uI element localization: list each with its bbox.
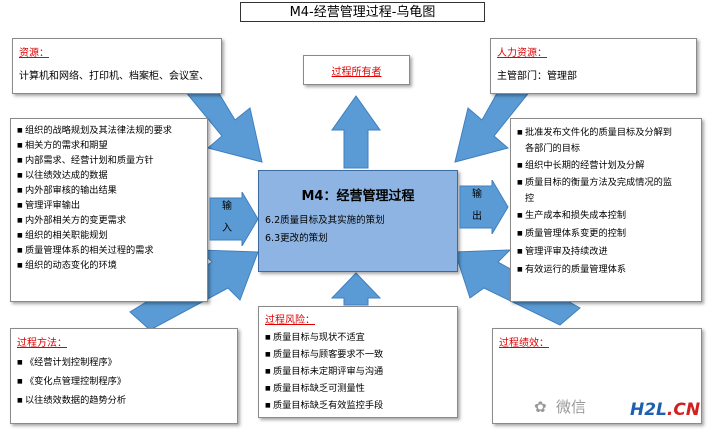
performance-box: 过程绩效： <box>492 328 702 424</box>
list-item: 内外部审核的输出结果 <box>17 183 201 198</box>
input-arrow: 输 入 <box>208 190 260 248</box>
performance-label: 过程绩效： <box>499 338 549 349</box>
resources-label: 资源： <box>19 48 49 59</box>
list-item: 内外部相关方的变更需求 <box>17 213 201 228</box>
list-item-cont: 控 <box>525 193 535 204</box>
hr-text: 主管部门：管理部 <box>497 71 577 82</box>
list-item: 管理评审及持续改进 <box>517 243 695 261</box>
list-item: 质量目标与顾客要求不一致 <box>265 346 451 363</box>
list-item: 质量管理体系的相关过程的需求 <box>17 243 201 258</box>
list-item: 批准发布文件化的质量目标及分解到 <box>517 125 695 141</box>
list-item: 质量目标缺乏有效监控手段 <box>265 397 451 414</box>
list-item: 以往绩效达成的数据 <box>17 168 201 183</box>
resources-text: 计算机和网络、打印机、档案柜、会议室、 <box>19 71 209 82</box>
list-item: 质量目标的衡量方法及完成情况的监 <box>517 175 695 191</box>
arrow-owner <box>331 95 381 169</box>
outputs-box: 批准发布文件化的质量目标及分解到 各部门的目标 组织中长期的经营计划及分解 质量… <box>510 118 702 302</box>
list-item: 质量目标未定期评审与沟通 <box>265 363 451 380</box>
list-item: 质量目标缺乏可测量性 <box>265 380 451 397</box>
watermark: ✿ 微信 H2L.CN <box>530 392 720 432</box>
owner-label: 过程所有者 <box>331 67 382 78</box>
list-item: 组织的相关职能规划 <box>17 228 201 243</box>
output-arrow-shape <box>459 178 509 236</box>
list-item: 以往绩效数据的趋势分析 <box>17 391 231 410</box>
list-item-cont: 各部门的目标 <box>525 143 581 154</box>
list-item: 组织的动态变化的环境 <box>17 258 201 273</box>
watermark-brand: H2L.CN <box>630 400 701 420</box>
center-process-box: M4：经营管理过程 6.2质量目标及其实施的策划 6.3更改的策划 <box>258 170 458 272</box>
list-item: 相关方的需求和期望 <box>17 138 201 153</box>
resources-box: 资源： 计算机和网络、打印机、档案柜、会议室、 <box>12 38 222 94</box>
list-item: 组织的战略规划及其法律法规的要求 <box>17 123 201 138</box>
page-title: M4-经营管理过程-乌龟图 <box>240 2 485 22</box>
list-item: 有效运行的质量管理体系 <box>517 261 695 279</box>
input-arrow-label: 输 入 <box>222 201 232 234</box>
center-line1: 6.2质量目标及其实施的策划 <box>265 215 385 226</box>
watermark-wechat: 微信 <box>556 398 587 416</box>
wechat-icon: ✿ <box>534 398 547 416</box>
arrow-risk <box>330 272 382 306</box>
inputs-box: 组织的战略规划及其法律法规的要求 相关方的需求和期望 内部需求、经营计划和质量方… <box>10 118 208 302</box>
list-item: 《经营计划控制程序》 <box>17 353 231 372</box>
list-item: 质量目标与现状不适宜 <box>265 329 451 346</box>
output-arrow: 输 出 <box>458 178 510 236</box>
list-item: 生产成本和损失成本控制 <box>517 207 695 225</box>
risk-label: 过程风险： <box>265 315 315 326</box>
center-title: M4：经营管理过程 <box>301 189 415 204</box>
risk-list: 质量目标与现状不适宜 质量目标与顾客要求不一致 质量目标未定期评审与沟通 质量目… <box>265 326 451 414</box>
owner-box: 过程所有者 <box>303 55 410 85</box>
hr-label: 人力资源： <box>497 48 547 59</box>
output-arrow-label: 输 出 <box>472 189 482 222</box>
list-item: 《变化点管理控制程序》 <box>17 372 231 391</box>
outputs-list: 批准发布文件化的质量目标及分解到 各部门的目标 组织中长期的经营计划及分解 质量… <box>511 119 701 279</box>
list-item: 组织中长期的经营计划及分解 <box>517 157 695 175</box>
center-line2: 6.3更改的策划 <box>265 233 328 244</box>
method-list: 《经营计划控制程序》 《变化点管理控制程序》 以往绩效数据的趋势分析 <box>17 349 231 410</box>
method-label: 过程方法： <box>17 338 67 349</box>
list-item: 管理评审输出 <box>17 198 201 213</box>
risk-box: 过程风险： 质量目标与现状不适宜 质量目标与顾客要求不一致 质量目标未定期评审与… <box>258 306 458 418</box>
list-item: 内部需求、经营计划和质量方针 <box>17 153 201 168</box>
inputs-list: 组织的战略规划及其法律法规的要求 相关方的需求和期望 内部需求、经营计划和质量方… <box>11 119 207 273</box>
input-arrow-shape <box>209 190 259 248</box>
method-box: 过程方法： 《经营计划控制程序》 《变化点管理控制程序》 以往绩效数据的趋势分析 <box>10 328 238 424</box>
hr-box: 人力资源： 主管部门：管理部 <box>490 38 697 94</box>
list-item: 质量管理体系变更的控制 <box>517 225 695 243</box>
